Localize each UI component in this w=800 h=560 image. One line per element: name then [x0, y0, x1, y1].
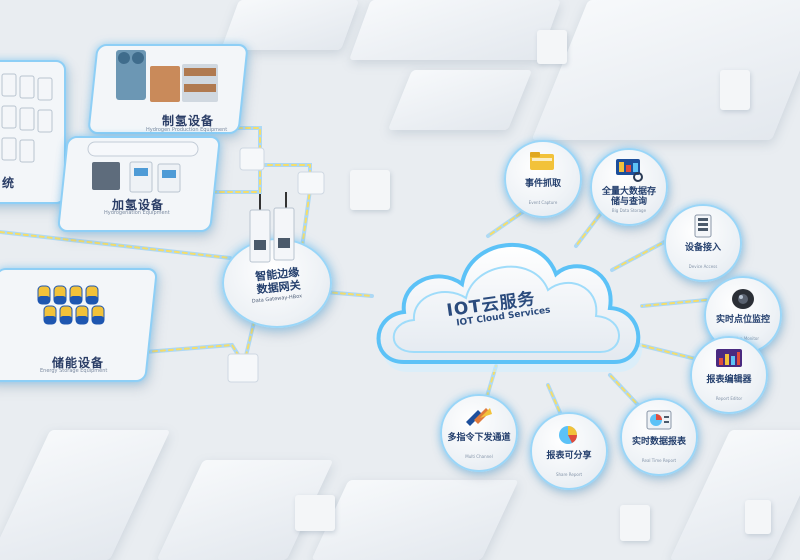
- node-report-editor-sub: Report Editor: [715, 396, 743, 401]
- cloud-icon: [376, 242, 643, 372]
- node-big-data-sub: Big Data Storage: [611, 208, 647, 213]
- background-box: [295, 495, 335, 531]
- node-multi-command-label: 多指令下发通道: [447, 433, 511, 443]
- node-share-report-sub: Share Report: [555, 472, 583, 477]
- hydrogenation-equipment-icon: [87, 141, 199, 193]
- node-realtime-report-label: 实时数据报表: [631, 437, 686, 447]
- camera-icon: [732, 289, 754, 309]
- panel-energy-storage-title: 储能设备: [52, 356, 105, 370]
- node-report-editor-label: 报表编辑器: [706, 375, 752, 385]
- background-box: [620, 505, 650, 541]
- node-event-capture[interactable]: 事件抓取 Event Capture: [504, 140, 582, 218]
- folder-icon: [530, 152, 554, 170]
- monitor-chart-icon: [616, 159, 643, 182]
- node-share-report[interactable]: 报表可分享 Share Report: [530, 412, 608, 490]
- node-big-data[interactable]: 全量大数据存储与查询 Big Data Storage: [590, 148, 668, 226]
- node-report-editor[interactable]: 报表编辑器 Report Editor: [690, 336, 768, 414]
- background-box: [720, 70, 750, 110]
- node-realtime-report[interactable]: 实时数据报表 Real Time Report: [620, 398, 698, 476]
- node-device-access-label: 设备接入: [684, 243, 721, 253]
- pie-slice-icon: [559, 426, 577, 444]
- node-multi-command-sub: Multi Channel: [465, 454, 493, 459]
- gateway-device-icon: [249, 192, 295, 263]
- panel-energy-storage-subtitle: Energy Storage Equipment: [40, 368, 108, 374]
- panel-hydrogenation-title: 加氢设备: [112, 198, 165, 212]
- background-box: [350, 170, 390, 210]
- node-big-data-label: 全量大数据存储与查询: [601, 187, 656, 207]
- panel-hydrogen-production-title: 制氢设备: [162, 114, 215, 128]
- node-share-report-label: 报表可分享: [546, 451, 592, 461]
- panel-hydrogenation-subtitle: Hydrogenation Equipment: [104, 210, 170, 216]
- node-event-capture-label: 事件抓取: [524, 179, 561, 189]
- bar-chart-icon: [716, 349, 742, 367]
- hydrogen-production-equipment-icon: [116, 50, 218, 102]
- arrows-icon: [466, 408, 492, 426]
- background-box: [537, 30, 567, 64]
- node-device-access[interactable]: 设备接入 Device Access: [664, 204, 742, 282]
- node-multi-command[interactable]: 多指令下发通道 Multi Channel: [440, 394, 518, 472]
- battery-icon: [37, 285, 105, 325]
- node-event-capture-sub: Event Capture: [528, 200, 558, 205]
- server-panel-icon: [694, 214, 712, 238]
- pie-chart-icon: [646, 410, 672, 430]
- panel-hydrogen-production-subtitle: Hydrogen Production Equipment: [146, 127, 228, 133]
- node-position-monitor-label: 实时点位监控: [715, 315, 770, 325]
- server-rack-icon: [1, 73, 53, 163]
- node-device-access-sub: Device Access: [688, 264, 718, 269]
- background-box: [745, 500, 771, 534]
- node-realtime-report-sub: Real Time Report: [641, 458, 677, 463]
- panel-left-cut-title: 统: [2, 176, 16, 190]
